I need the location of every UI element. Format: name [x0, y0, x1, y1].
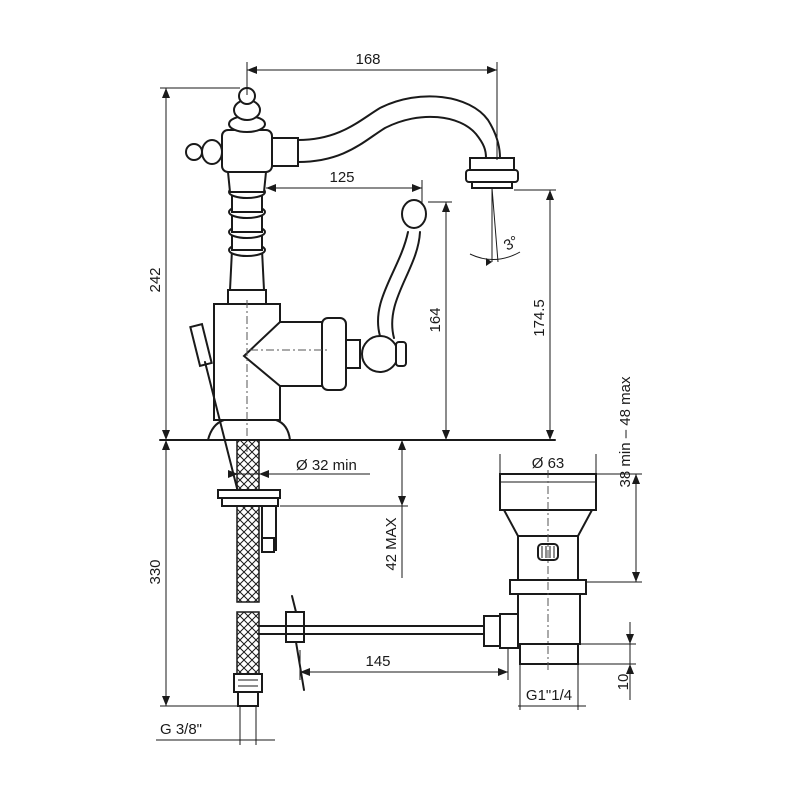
- dim-thread-length: 10: [615, 674, 632, 691]
- dim-drain-diameter: Ø 63: [532, 455, 565, 472]
- dim-lever-reach: 125: [329, 169, 354, 186]
- column-segment-5: [226, 171, 268, 193]
- dimension-lines: [156, 62, 642, 745]
- dim-rod-length: 145: [365, 653, 390, 670]
- drain-thread: [519, 643, 579, 665]
- drain-tail: [517, 593, 581, 645]
- spout-upper-edge: [297, 95, 501, 159]
- mounting-nut: [221, 497, 279, 507]
- lever-ball: [401, 199, 427, 229]
- hose-nut: [233, 673, 263, 693]
- popup-handle: [189, 322, 213, 368]
- drain: [499, 470, 597, 670]
- dim-hose-length: 330: [147, 559, 164, 584]
- dim-drain-thread: G1"1/4: [526, 687, 572, 704]
- knob-cap: [395, 341, 407, 367]
- lever-knob: [361, 335, 399, 373]
- lever-arm-right: [391, 231, 421, 339]
- lever-arm-left: [377, 231, 409, 337]
- spout-collar: [271, 137, 299, 167]
- hose-middle: [236, 505, 260, 603]
- dim-hole-diameter: Ø 32 min: [296, 457, 357, 474]
- mounting-washer: [217, 489, 281, 499]
- dim-tilt-angle: 3°: [501, 233, 522, 255]
- dim-drain-range: 38 min – 48 max: [617, 376, 634, 487]
- aerator-ring-1: [469, 157, 515, 171]
- hose-fitting: [237, 691, 259, 707]
- dim-spout-height: 174.5: [531, 299, 548, 337]
- dim-lever-height: 164: [427, 307, 444, 332]
- linkage-housing: [499, 613, 519, 649]
- faucet: [159, 87, 556, 501]
- hub-neck: [345, 339, 361, 369]
- head-block: [221, 129, 273, 173]
- popup-linkage: [257, 595, 519, 691]
- hose-lower: [236, 611, 260, 675]
- hub-ring: [321, 317, 347, 391]
- hoses: [217, 439, 281, 707]
- dim-hose-thread: G 3/8": [160, 721, 202, 738]
- hose-upper: [236, 439, 260, 491]
- aerator-ring-3: [471, 181, 513, 189]
- stud-nut: [261, 537, 275, 553]
- aerator-ring-2: [465, 169, 519, 183]
- head-side-ball: [185, 143, 203, 161]
- linkage-rod-top: [291, 595, 297, 613]
- head-side-cap: [201, 139, 223, 165]
- popup-rod: [204, 361, 241, 501]
- spout-lower-edge: [297, 115, 487, 163]
- dim-spout-reach: 168: [355, 51, 380, 68]
- dim-max-thickness: 42 MAX: [383, 517, 400, 570]
- dim-total-height: 242: [147, 267, 164, 292]
